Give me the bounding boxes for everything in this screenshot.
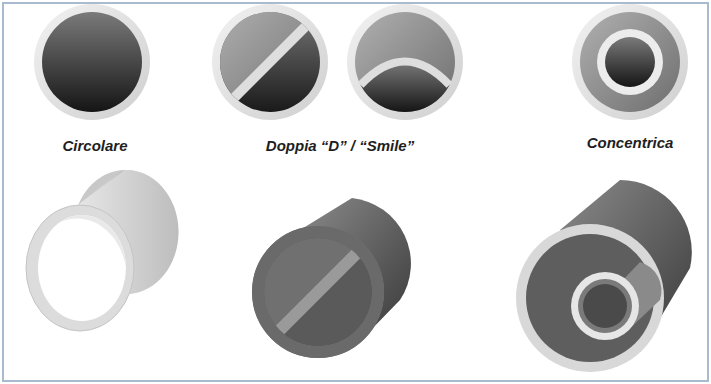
section-label: Doppia “D” / “Smile” [266,137,414,155]
section-label: Circolare [62,137,127,155]
concentric-section [572,4,688,120]
section-label: Concentrica [587,134,674,152]
frame [3,3,708,381]
circular-section [34,4,150,120]
double-d-section [210,2,330,122]
double-d-tube [252,198,411,358]
circular-tube [26,170,179,331]
smile-section [347,4,463,120]
concentric-tube [516,180,692,372]
